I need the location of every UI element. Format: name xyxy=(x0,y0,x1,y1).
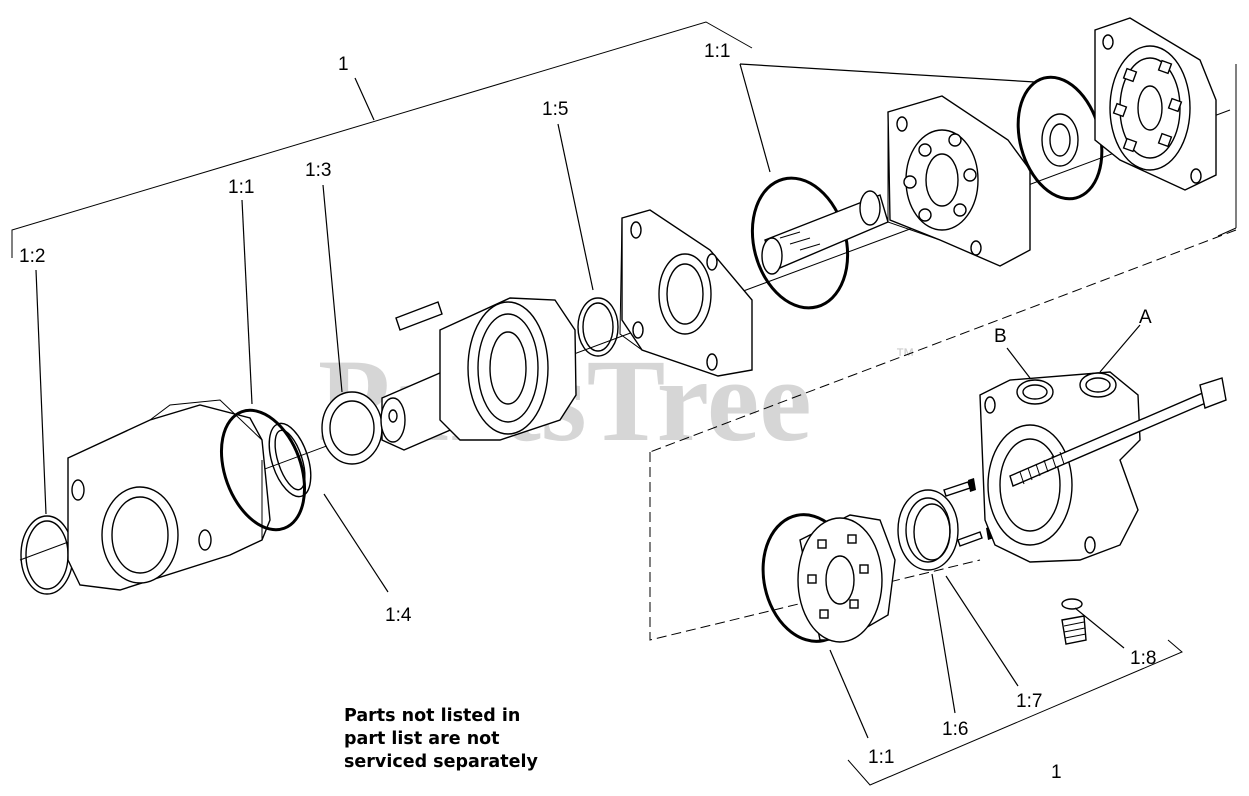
commutator-rotor xyxy=(797,514,896,643)
callout-bottom-washer: 1:7 xyxy=(1016,691,1042,712)
seal-ring xyxy=(268,422,312,498)
end-cap xyxy=(1094,17,1217,191)
callout-bottom-oring: 1:1 xyxy=(868,747,894,768)
callout-bearing-seal: 1:5 xyxy=(542,99,568,120)
housing-bolt xyxy=(1009,377,1227,487)
callout-thrust-washer: 1:3 xyxy=(305,160,331,181)
drive-shaft xyxy=(761,190,889,275)
valve-housing xyxy=(979,371,1141,563)
bearing-plate xyxy=(619,209,753,377)
motor-housing xyxy=(67,399,271,591)
callout-top-assembly: 1 xyxy=(338,54,349,75)
bearing-seal xyxy=(577,297,619,357)
leader-lines xyxy=(35,63,1141,739)
service-note: Parts not listed in part list are not se… xyxy=(344,706,538,772)
callout-bottom-seal: 1:6 xyxy=(942,719,968,740)
gerotor-plate xyxy=(887,95,1031,267)
note-line-3: serviced separately xyxy=(344,752,538,772)
thrust-washer xyxy=(321,391,383,465)
top-assembly-bracket xyxy=(11,21,1237,453)
shaft-key xyxy=(395,301,443,331)
callout-labels: 1 1:1 1:2 1:1 1:3 1:4 1:5 B A 1:8 1:7 1:… xyxy=(19,41,1156,783)
callout-port-b: B xyxy=(994,326,1007,347)
bottom-seal xyxy=(897,489,959,571)
callout-bottom-assembly: 1 xyxy=(1051,762,1062,783)
output-shaft xyxy=(380,297,577,451)
o-ring-small-left xyxy=(20,515,74,595)
star-gear xyxy=(1041,113,1079,167)
callout-left-oring-small: 1:2 xyxy=(19,246,45,267)
callout-seal-ring: 1:4 xyxy=(385,605,412,626)
check-valve xyxy=(1061,598,1087,645)
note-line-2: part list are not xyxy=(344,729,500,749)
callout-check-valve: 1:8 xyxy=(1130,648,1156,669)
callout-port-a: A xyxy=(1139,307,1152,328)
o-ring-large-left xyxy=(219,408,307,532)
watermark-trademark: ™ xyxy=(895,345,915,367)
callout-left-oring-large: 1:1 xyxy=(228,177,254,198)
callout-top-oring: 1:1 xyxy=(704,41,730,62)
note-line-1: Parts not listed in xyxy=(344,706,520,726)
